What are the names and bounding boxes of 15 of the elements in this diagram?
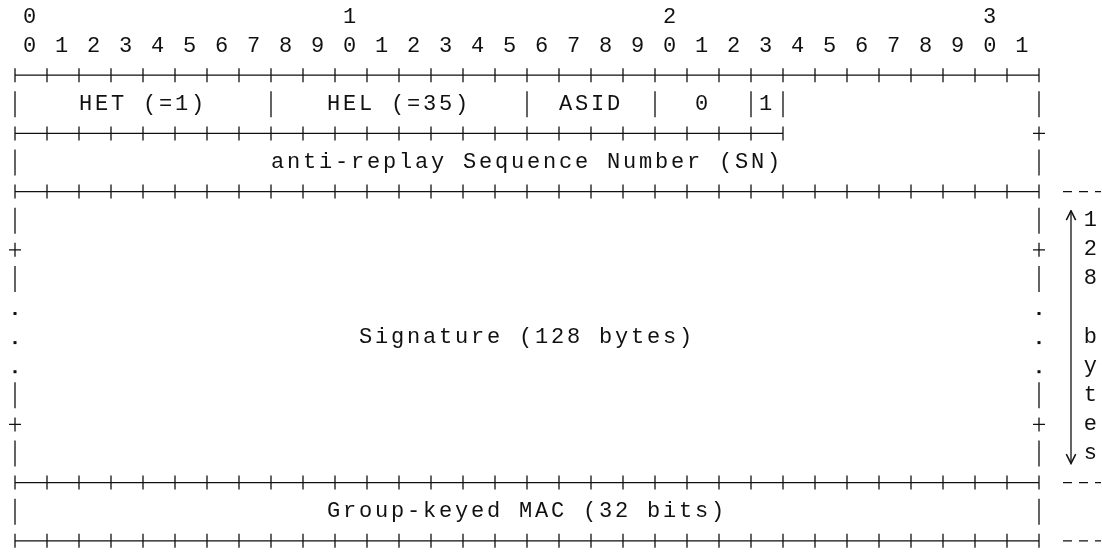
bit-group-number: 1 (343, 3, 359, 32)
size-annotation: bytes (1083, 323, 1100, 468)
field-label: 1 (759, 90, 775, 119)
field-label: ASID (559, 90, 623, 119)
bit-group-number: 3 (983, 3, 999, 32)
field-label: 0 (695, 90, 711, 119)
bit-group-number: 2 (663, 3, 679, 32)
field-label: anti-replay Sequence Number (SN) (270, 149, 784, 177)
field-label: Group-keyed MAC (32 bits) (326, 498, 728, 527)
field-label: HET (=1) (79, 90, 207, 119)
bit-numbers: 0 1 2 3 4 5 6 7 8 9 0 1 2 3 4 5 6 7 8 9 0 1 2 3 4 5 6 7 8 9 0 1 (23, 32, 1032, 61)
field-label: Signature (128 bytes) (358, 323, 695, 352)
bit-group-number: 0 (23, 3, 39, 32)
size-annotation: 128 (1083, 207, 1100, 294)
field-label: HEL (=35) (327, 90, 471, 119)
